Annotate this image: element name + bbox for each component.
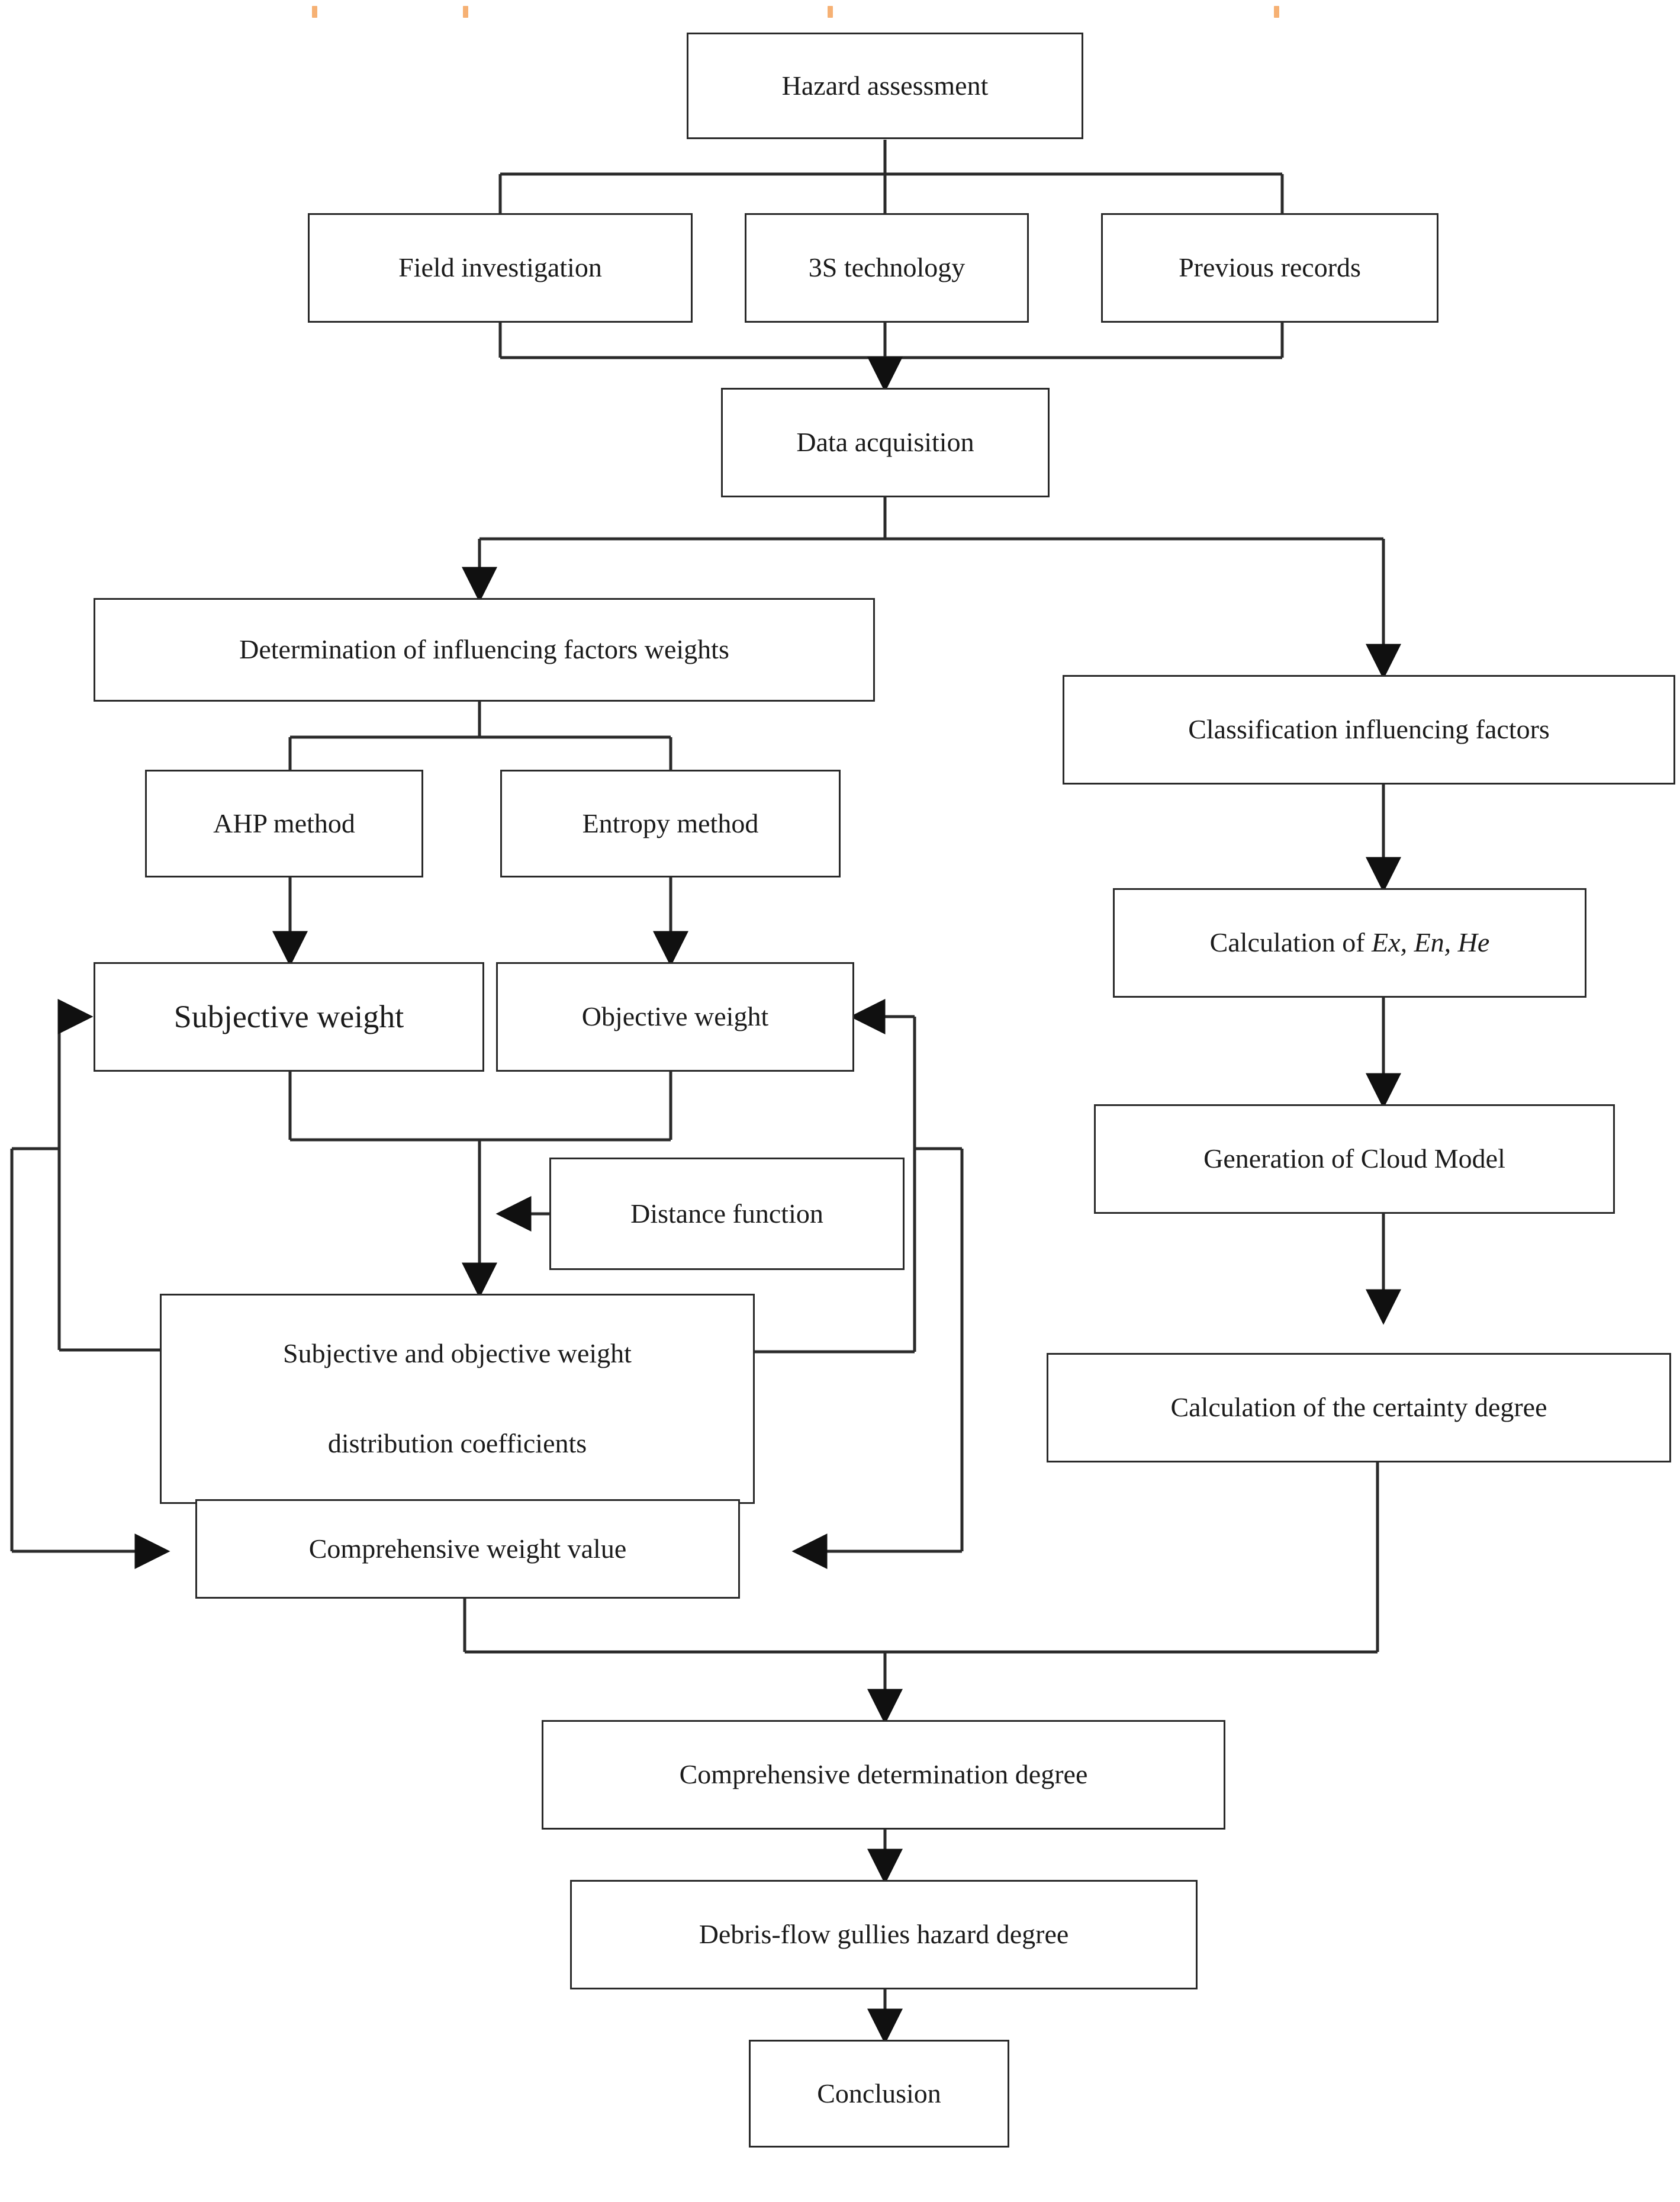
node-label: Entropy method xyxy=(582,808,759,838)
node-label: Calculation of the certainty degree xyxy=(1170,1392,1547,1423)
node-subjective-weight[interactable]: Subjective weight xyxy=(94,962,484,1072)
node-label: Comprehensive weight value xyxy=(308,1533,627,1564)
node-comprehensive-determination-degree[interactable]: Comprehensive determination degree xyxy=(542,1720,1225,1830)
node-label: Conclusion xyxy=(817,2078,941,2108)
scan-artifact-mark xyxy=(463,6,468,18)
node-previous-records[interactable]: Previous records xyxy=(1101,213,1438,323)
node-label: Subjective weight xyxy=(173,999,404,1035)
node-classification-influencing-factors[interactable]: Classification influencing factors xyxy=(1063,675,1675,785)
node-label: Field investigation xyxy=(398,252,602,283)
node-data-acquisition[interactable]: Data acquisition xyxy=(721,388,1050,497)
node-label: Hazard assessment xyxy=(781,70,989,101)
node-field-investigation[interactable]: Field investigation xyxy=(308,213,693,323)
node-hazard-assessment[interactable]: Hazard assessment xyxy=(687,33,1083,139)
node-entropy-method[interactable]: Entropy method xyxy=(500,770,841,877)
node-distance-function[interactable]: Distance function xyxy=(549,1158,905,1270)
node-label-line-2: distribution coefficients xyxy=(327,1428,587,1459)
node-determination-of-influencing-factors-weights[interactable]: Determination of influencing factors wei… xyxy=(94,598,875,702)
node-label: 3S technology xyxy=(808,252,965,283)
node-label: Data acquisition xyxy=(796,427,974,458)
node-label: Classification influencing factors xyxy=(1188,714,1550,745)
node-debris-flow-gullies-hazard-degree[interactable]: Debris-flow gullies hazard degree xyxy=(570,1880,1198,1989)
scan-artifact-mark xyxy=(1274,6,1279,18)
node-conclusion[interactable]: Conclusion xyxy=(749,2040,1009,2148)
node-label: Previous records xyxy=(1179,252,1361,283)
calculation-prefix: Calculation of xyxy=(1209,927,1372,958)
node-label: Calculation of Ex, En, He xyxy=(1203,927,1497,959)
node-3s-technology[interactable]: 3S technology xyxy=(745,213,1029,323)
scan-artifact-mark xyxy=(828,6,833,18)
node-comprehensive-weight-value[interactable]: Comprehensive weight value xyxy=(195,1499,740,1599)
node-label: AHP method xyxy=(213,808,355,838)
node-subjective-and-objective-weight-distribution-coefficients[interactable]: Subjective and objective weight distribu… xyxy=(160,1294,755,1504)
node-objective-weight[interactable]: Objective weight xyxy=(496,962,854,1072)
node-label: Generation of Cloud Model xyxy=(1203,1143,1505,1174)
scan-artifact-mark xyxy=(312,6,317,18)
node-generation-of-cloud-model[interactable]: Generation of Cloud Model xyxy=(1094,1104,1615,1214)
node-label: Debris-flow gullies hazard degree xyxy=(699,1919,1069,1950)
node-label: Comprehensive determination degree xyxy=(679,1759,1088,1790)
node-calculation-of-the-certainty-degree[interactable]: Calculation of the certainty degree xyxy=(1047,1353,1671,1462)
calculation-variables: Ex, En, He xyxy=(1372,927,1490,958)
node-label: Objective weight xyxy=(581,1001,769,1032)
node-label: Distance function xyxy=(630,1198,823,1229)
node-ahp-method[interactable]: AHP method xyxy=(145,770,423,877)
node-label: Determination of influencing factors wei… xyxy=(239,634,729,665)
node-label-line-1: Subjective and objective weight xyxy=(283,1338,632,1368)
node-calculation-of-ex-en-he[interactable]: Calculation of Ex, En, He xyxy=(1113,888,1586,998)
